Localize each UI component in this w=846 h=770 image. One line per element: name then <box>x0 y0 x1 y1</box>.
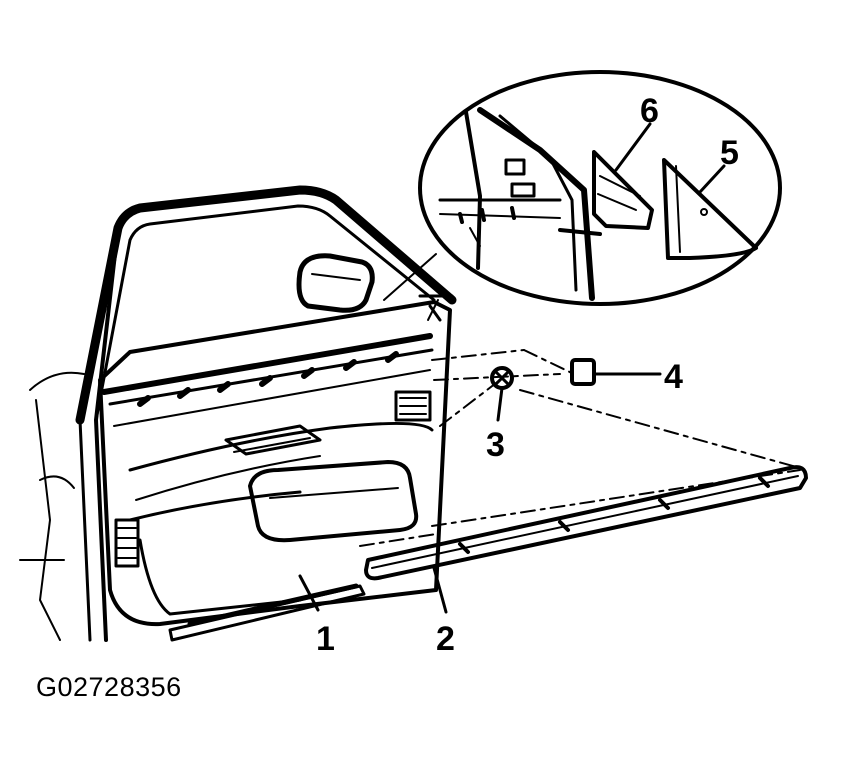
callout-1: 1 <box>316 620 335 658</box>
callout-3: 3 <box>486 426 505 464</box>
callout-6: 6 <box>640 92 659 130</box>
leader-lines <box>298 122 726 614</box>
exterior-mirror <box>296 253 375 313</box>
door-frame <box>75 185 457 642</box>
door-trim-panel <box>98 300 452 642</box>
callout-5: 5 <box>720 134 739 172</box>
callout-4: 4 <box>664 358 683 396</box>
vehicle-body <box>19 371 85 641</box>
detail-inset <box>383 70 782 322</box>
installation-guide-lines <box>359 349 801 547</box>
window-sill-molding <box>364 465 808 581</box>
callout-2: 2 <box>436 620 455 658</box>
figure-id: G02728356 <box>36 672 182 702</box>
retainer-nut <box>570 358 596 386</box>
